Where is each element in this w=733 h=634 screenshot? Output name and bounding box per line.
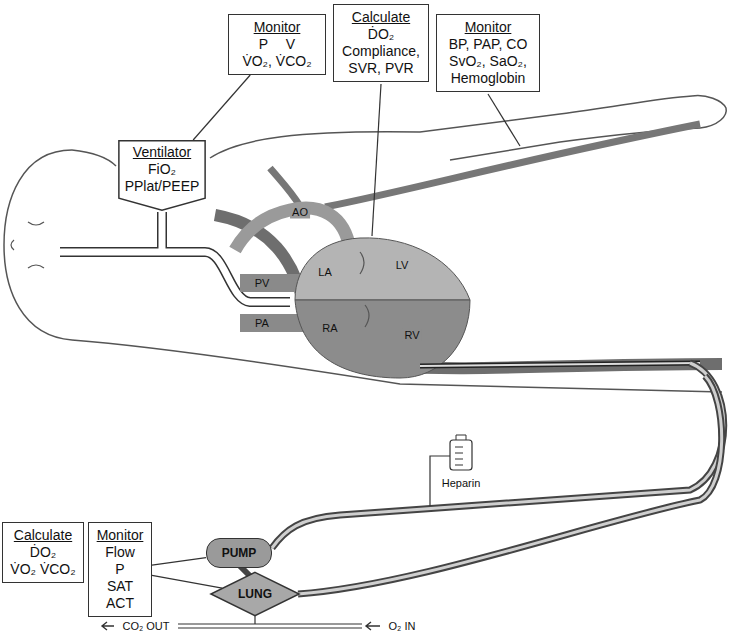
pump-shape: PUMP	[206, 538, 272, 568]
face-nose	[11, 240, 14, 250]
part-label: LV	[394, 259, 411, 272]
leader-line	[372, 84, 381, 236]
cannula-core	[420, 363, 700, 366]
box-text: BP, PAP, CO	[443, 36, 533, 53]
box-text: SvO₂, SaO₂, Hemoglobin	[443, 53, 533, 87]
drain-tube-core	[272, 363, 724, 548]
box-text: V̇O₂ V̇CO₂	[9, 561, 77, 578]
head-outline	[4, 150, 72, 340]
connector-line	[193, 75, 250, 140]
in-arrow	[366, 622, 380, 630]
gas-label: O₂ IN	[387, 620, 418, 633]
box-text: SAT	[95, 578, 145, 595]
part-label: AO	[290, 206, 310, 219]
box-text: V̇O₂, V̇CO₂	[235, 53, 319, 70]
neck-line	[72, 150, 116, 166]
box-text: Compliance, SVR, PVR	[340, 43, 422, 77]
pulmonary-artery	[240, 314, 305, 332]
box-text: Flow	[95, 544, 145, 561]
out-arrow	[102, 622, 114, 630]
cannula	[420, 363, 700, 366]
box-text: ACT	[95, 595, 145, 612]
box-heading: Monitor	[443, 19, 533, 36]
box-text: ḊO₂	[340, 26, 422, 43]
part-label: RV	[402, 329, 421, 342]
drain-tube	[272, 363, 724, 548]
airway-outline	[60, 212, 290, 302]
ventilator-shape	[119, 141, 205, 211]
monitor-box: MonitorFlowPSATACT	[88, 522, 152, 617]
ventilator-box: VentilatorFiO₂PPlat/PEEP	[118, 140, 206, 211]
gas-stub	[254, 616, 255, 624]
face-eyes	[28, 222, 44, 268]
monitor-box: MonitorP VV̇O₂, V̇CO₂	[228, 14, 326, 75]
box-text: LUNG	[238, 587, 272, 601]
inferior-vena-cava	[390, 364, 722, 368]
connector-line	[152, 558, 206, 565]
monitor-box: MonitorBP, PAP, COSvO₂, SaO₂, Hemoglobin	[436, 14, 540, 92]
part-label: PV	[253, 277, 272, 290]
heart-left	[295, 238, 470, 300]
part-label: PA	[253, 317, 271, 330]
return-tube	[298, 376, 722, 594]
box-heading: Monitor	[95, 527, 145, 544]
box-text: PPlat/PEEP	[124, 178, 200, 195]
gas-label: CO₂ OUT	[120, 620, 171, 633]
calculate-box: CalculateḊO₂Compliance, SVR, PVR	[333, 4, 429, 82]
arm-artery	[325, 124, 700, 207]
box-text: P V	[235, 36, 319, 53]
return-tube-core	[298, 376, 722, 594]
gas-line	[178, 624, 362, 628]
part-label: RA	[320, 322, 339, 335]
box-heading: Calculate	[340, 9, 422, 26]
shoulder-line	[210, 96, 692, 158]
box-text: PUMP	[222, 546, 257, 560]
drug-label: Heparin	[440, 477, 483, 490]
box-heading: Monitor	[235, 19, 319, 36]
part-label: LA	[316, 266, 333, 279]
box-heading: Calculate	[9, 527, 77, 544]
connector-line	[152, 575, 222, 588]
calculate-box: CalculateḊO₂V̇O₂ V̇CO₂	[2, 522, 84, 583]
box-text: P	[95, 561, 145, 578]
box-text: FiO₂	[124, 161, 200, 178]
neck-artery	[270, 168, 300, 206]
heart-valves	[360, 252, 369, 327]
bottle-marks	[455, 435, 466, 465]
oxygenator-diamond: LUNG	[210, 572, 300, 616]
pulmonary-vein	[240, 274, 305, 292]
leader-line	[488, 94, 520, 146]
box-text: ḊO₂	[9, 544, 77, 561]
box-heading: Ventilator	[124, 144, 200, 161]
diamond-shape	[211, 572, 299, 615]
airway-tube	[60, 212, 290, 302]
